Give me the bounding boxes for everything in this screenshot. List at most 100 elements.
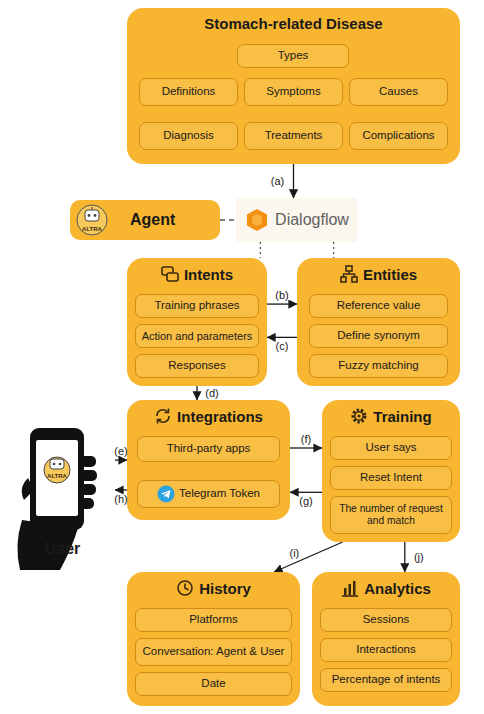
item-label: Reference value [337,299,421,312]
panel-heading: History [127,579,300,597]
item-label: Percentage of intents [332,673,441,686]
phone-screen [36,440,78,516]
step-label: (f) [301,433,311,445]
item-box: Causes [349,78,448,106]
panel-heading: Intents [127,265,267,283]
flow-arrow [290,447,322,448]
sync-icon [154,407,172,425]
logo-text: ALTRA [43,473,71,479]
chat-icon [161,265,179,283]
phone-body [30,428,84,530]
group-panel: EntitiesReference valueDefine synonymFuz… [297,258,460,386]
item-box: Third-party apps [137,436,280,462]
panel-heading: Training [322,407,460,425]
item-box: Treatments [244,122,343,150]
finger [80,456,96,467]
item-label: Date [201,677,225,690]
item-box: Date [135,672,292,696]
box-title: Stomach-related Disease [204,15,382,32]
hier-icon [340,265,358,283]
panel-heading: Analytics [312,579,460,597]
step-label: (i) [289,547,299,559]
gear-icon [350,407,368,425]
group-panel: IntegrationsThird-party appsTelegram Tok… [127,400,290,520]
item-box: Fuzzy matching [309,354,448,378]
item-box: Definitions [139,78,238,106]
item-label: Third-party apps [167,442,251,455]
item-label: Types [278,49,309,62]
item-box: Diagnosis [139,122,238,150]
item-label: Fuzzy matching [338,359,419,372]
item-label: Sessions [363,613,410,626]
box-title: Dialogflow [275,211,349,229]
group-panel: AnalyticsSessionsInteractionsPercentage … [312,572,460,706]
item-box: Responses [135,354,259,378]
robot-eye [53,463,56,466]
group-panel: HistoryPlatformsConversation: Agent & Us… [127,572,300,706]
item-label: Definitions [162,85,216,98]
box-title: Integrations [177,408,263,425]
bars-icon [341,579,359,597]
df-icon [245,208,269,232]
panel-heading: Entities [297,265,460,283]
thumb [22,478,34,500]
flow-arrow [290,492,322,493]
link-line [260,242,261,258]
flow-arrow [267,303,297,304]
box-title: Training [373,408,431,425]
item-box: Percentage of intents [320,668,452,692]
tg-icon [157,485,175,503]
flow-arrow [293,164,294,198]
step-label: (a) [271,175,284,187]
item-box: Conversation: Agent & User [135,638,292,666]
step-label: (j) [414,551,424,563]
box-title: Intents [184,266,233,283]
link-line [333,242,334,258]
flow-arrow [404,542,405,572]
item-label: Telegram Token [179,487,260,500]
user-figure: User [10,425,115,560]
agent-box: Agent [70,200,220,240]
app-logo [44,457,70,483]
item-box: User says [330,436,452,460]
panel-heading: Integrations [127,407,290,425]
step-label: (b) [275,289,288,301]
item-box: The number of request and match [330,496,452,534]
step-label: (h) [114,493,127,505]
box-title: Entities [363,266,417,283]
item-box: Reference value [309,294,448,318]
group-panel: IntentsTraining phrasesAction and parame… [127,258,267,386]
link-line [220,219,236,220]
item-label: Diagnosis [163,129,214,142]
finger [80,470,97,481]
item-label: The number of request and match [331,503,451,527]
step-label: (d) [205,387,218,399]
finger [80,498,94,509]
group-panel: TrainingUser saysReset IntentThe number … [322,400,460,542]
item-box: Define synonym [309,324,448,348]
clock-icon [176,579,194,597]
item-box: Types [237,44,349,68]
finger [80,484,96,495]
item-box: Complications [349,122,448,150]
box-title: History [199,580,251,597]
flow-arrow [267,337,297,338]
step-label: (c) [276,340,289,352]
robot-head [50,459,64,469]
item-label: Action and parameters [142,330,253,343]
item-label: Symptoms [266,85,320,98]
item-box: Reset Intent [330,466,452,490]
item-label: Responses [168,359,226,372]
item-label: Define synonym [337,329,419,342]
item-label: Platforms [189,613,238,626]
flow-arrow [115,459,127,460]
logo-text: ALTRA [76,226,108,232]
item-box: Telegram Token [137,480,280,508]
step-label: (g) [299,495,312,507]
robot-eye [59,463,62,466]
item-label: Conversation: Agent & User [143,645,285,658]
item-box: Training phrases [135,294,259,318]
item-box: Action and parameters [135,324,259,348]
flow-arrow [115,489,127,490]
